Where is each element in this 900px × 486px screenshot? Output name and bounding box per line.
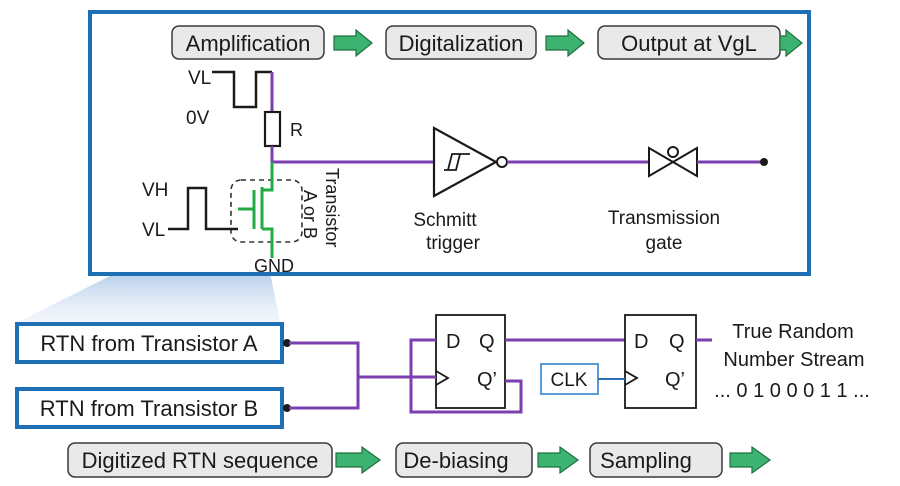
clk-label: CLK — [551, 370, 588, 391]
ff1-q-label: Q — [479, 331, 495, 353]
transistor-label-line2: A or B — [300, 190, 320, 239]
resistor-symbol — [263, 110, 282, 148]
input-b-box: RTN from Transistor B — [15, 387, 291, 429]
output-node-dot — [760, 158, 768, 166]
transistor-rotated-label: Transistor A or B — [300, 168, 342, 247]
input-a-box: RTN from Transistor A — [15, 322, 291, 364]
top-arrow-2 — [545, 28, 585, 58]
tgate-left-triangle — [648, 146, 675, 178]
bottom-process-step-3: Sampling — [589, 442, 723, 478]
top-process-step-3: Output at VgL — [597, 25, 781, 60]
ff2-q-label: Q — [669, 331, 685, 353]
ff1-qbar-label: Q’ — [477, 369, 497, 391]
ff2-qbar-label: Q’ — [665, 369, 685, 391]
zero-v-label: 0V — [186, 108, 210, 129]
output-label-line1: True Random — [732, 321, 854, 343]
schmitt-inversion-bubble — [496, 156, 508, 168]
gnd-label: GND — [254, 256, 294, 276]
bottom-step-3-label: Sampling — [600, 448, 692, 473]
vl-top-label: VL — [188, 68, 211, 89]
ff1-clock-symbol — [435, 370, 450, 386]
input-a-label: RTN from Transistor A — [40, 331, 258, 356]
hysteresis-icon — [444, 153, 470, 171]
top-process-step-1: Amplification — [171, 25, 325, 60]
vh-label: VH — [142, 180, 168, 201]
bit-stream-label: ... 0 1 0 0 0 1 1 ... — [714, 380, 870, 402]
schmitt-label-line1: Schmitt — [413, 210, 477, 231]
flipflop-1 — [435, 314, 506, 409]
schmitt-trigger-symbol — [432, 126, 499, 198]
input-b-label: RTN from Transistor B — [40, 396, 258, 421]
bottom-step-2-label: De-biasing — [403, 448, 508, 473]
bottom-arrow-2 — [537, 445, 580, 475]
ff2-clock-symbol — [624, 370, 639, 386]
vl-bottom-label: VL — [142, 220, 165, 241]
input-wires — [289, 341, 411, 410]
flipflop-2 — [624, 314, 697, 409]
bottom-arrow-3 — [729, 445, 772, 475]
top-arrow-1 — [333, 28, 373, 58]
top-step-2-label: Digitalization — [399, 31, 524, 56]
ff1-feedback-wire — [409, 338, 523, 414]
ff2-d-label: D — [634, 331, 648, 353]
output-label-line2: Number Stream — [723, 349, 864, 371]
schmitt-label-line2: trigger — [426, 233, 481, 254]
bottom-process-step-2: De-biasing — [395, 442, 533, 478]
inverted-pulse-wave — [212, 70, 272, 109]
transistor-label-line1: Transistor — [322, 168, 342, 247]
zoom-wedge — [18, 272, 280, 322]
top-step-3-label: Output at VgL — [621, 31, 757, 56]
tgate-bubble — [667, 146, 679, 158]
gate-pulse-wave — [168, 186, 238, 231]
top-arrow-3 — [779, 28, 803, 58]
bottom-process-step-1: Digitized RTN sequence — [67, 442, 333, 478]
tgate-label-line1: Transmission — [608, 208, 720, 229]
bottom-step-1-label: Digitized RTN sequence — [82, 448, 319, 473]
top-step-1-label: Amplification — [186, 31, 311, 56]
transistor-outline — [230, 179, 303, 243]
bottom-arrow-1 — [335, 445, 382, 475]
resistor-label: R — [290, 120, 303, 140]
transistor-symbol — [238, 162, 274, 258]
tgate-label-line2: gate — [646, 233, 683, 254]
clk-box — [540, 363, 599, 395]
ff1-d-label: D — [446, 331, 460, 353]
top-process-step-2: Digitalization — [385, 25, 537, 60]
